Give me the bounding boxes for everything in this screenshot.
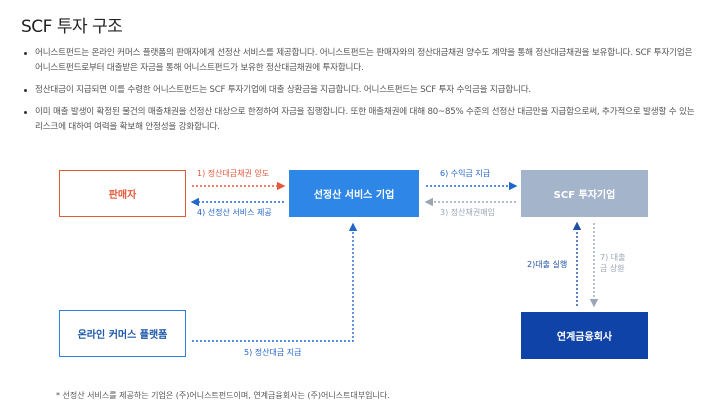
node-commerce-platform: 온라인 커머스 플랫폼 [59, 310, 186, 357]
description-item: 이미 매출 발생이 확정된 물건의 매출채권을 선정산 대상으로 한정하여 자금… [22, 105, 702, 135]
description-item: 정산대금이 지급되면 이를 수령한 어니스트펀드는 SCF 투자기업에 대출 상… [22, 83, 702, 98]
description-list: 어니스트펀드는 온라인 커머스 플랫폼의 판매자에게 선정산 서비스를 제공합니… [22, 46, 702, 142]
flow-label-2: 2)대출 실행 [527, 260, 568, 269]
flow-label-1: 1) 정산대금채권 양도 [197, 169, 270, 178]
flow-label-4: 4) 선정산 서비스 제공 [197, 208, 272, 217]
flow-label-3: 3) 정산채권매입 [440, 208, 495, 217]
arrow-pay-settlement [192, 222, 358, 342]
page-title: SCF 투자 구조 [21, 17, 123, 37]
node-service-company: 선정산 서비스 기업 [289, 170, 419, 217]
node-partner-bank: 연계금융회사 [521, 312, 648, 359]
description-item: 어니스트펀드는 온라인 커머스 플랫폼의 판매자에게 선정산 서비스를 제공합니… [22, 46, 702, 76]
flow-label-7: 7) 대출금 상환 [600, 253, 626, 273]
flow-label-6: 6) 수익금 지급 [440, 169, 491, 178]
node-seller: 판매자 [59, 170, 186, 217]
footnote: * 선정산 서비스를 제공하는 기업은 (주)어니스트펀드이며, 연계금융회사는… [56, 391, 390, 400]
node-scf-investor: SCF 투자기업 [521, 170, 648, 217]
flow-label-5: 5) 정산대금 지급 [244, 348, 302, 357]
